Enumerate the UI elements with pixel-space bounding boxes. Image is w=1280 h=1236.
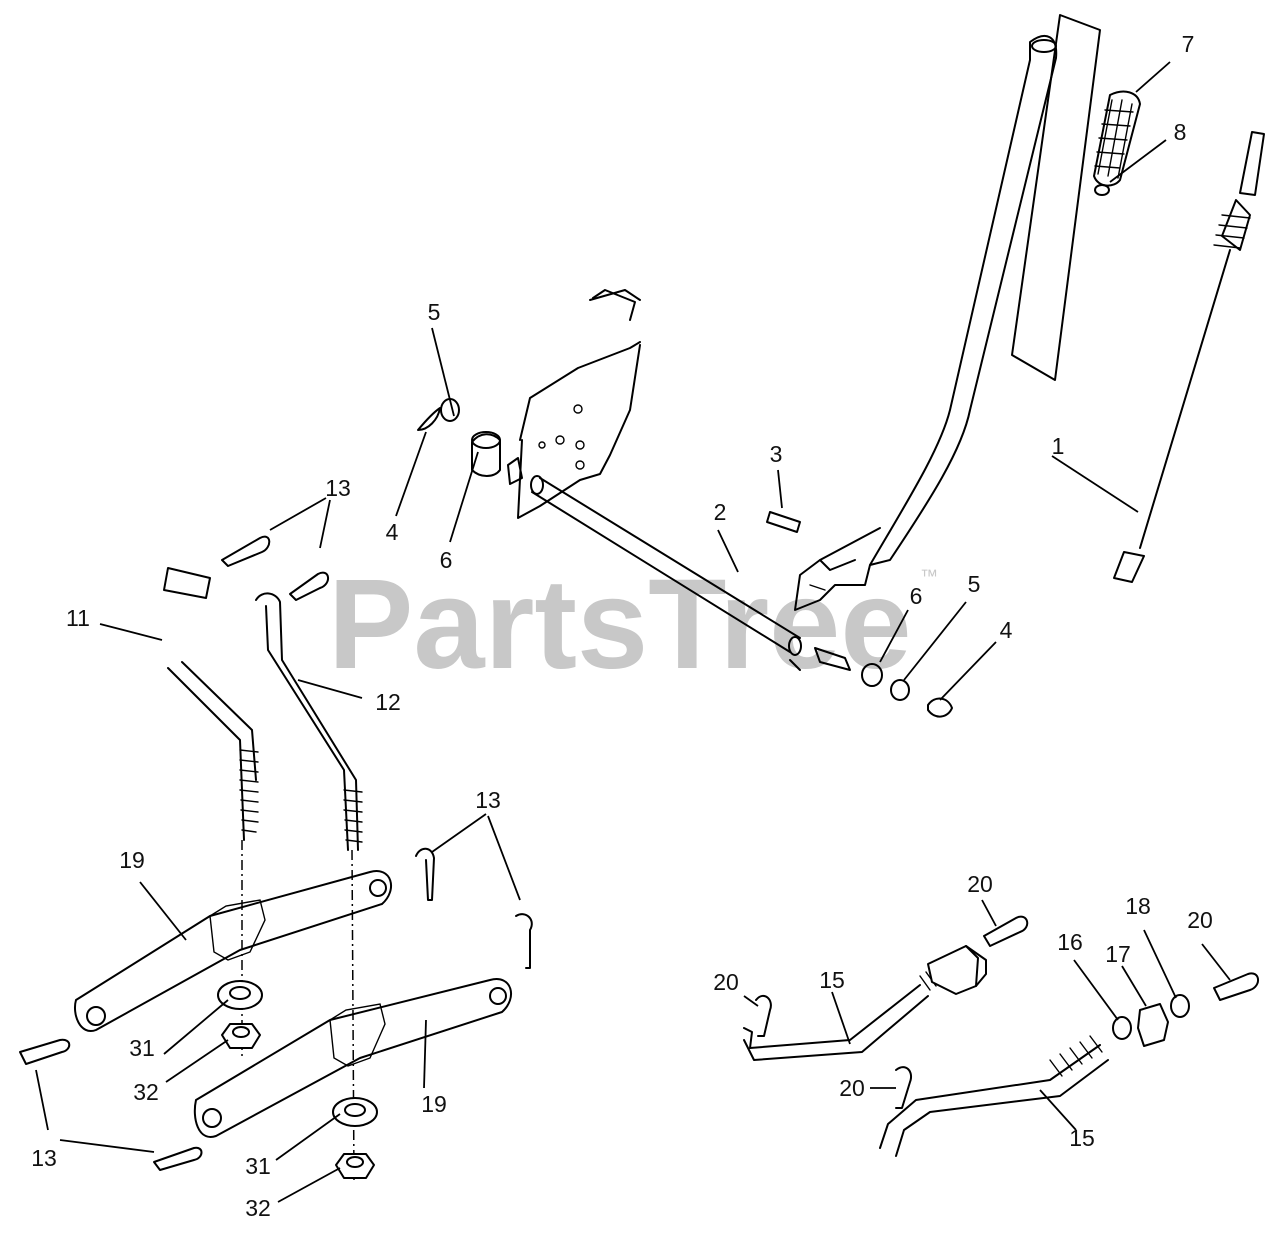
- ferrule: [163, 567, 211, 599]
- callout-11: 11: [66, 605, 90, 631]
- key-pin: [766, 511, 801, 533]
- callout-5: 5: [428, 299, 441, 325]
- callout-13: 13: [325, 475, 351, 501]
- handle-plate: [1011, 14, 1101, 381]
- spring-cable: [1113, 131, 1265, 583]
- callout-13: 13: [475, 787, 501, 813]
- callout-5: 5: [968, 571, 981, 597]
- callout-3: 3: [770, 441, 783, 467]
- callout-20: 20: [839, 1075, 865, 1101]
- lift-link-12: [255, 592, 363, 851]
- callout-6: 6: [440, 547, 453, 573]
- callout-20: 20: [713, 969, 739, 995]
- hairpin-clips: [19, 535, 533, 1171]
- callout-8: 8: [1174, 119, 1187, 145]
- hairpin-clips-20: [755, 915, 1259, 1109]
- callout-32: 32: [245, 1195, 271, 1221]
- callout-7: 7: [1182, 31, 1195, 57]
- callout-13: 13: [31, 1145, 57, 1171]
- callout-2: 2: [714, 499, 727, 525]
- lift-link-11: [167, 661, 259, 841]
- lift-bracket: [517, 289, 641, 519]
- callout-4: 4: [386, 519, 399, 545]
- callout-31: 31: [129, 1035, 155, 1061]
- callout-1: 1: [1052, 433, 1065, 459]
- callout-20: 20: [1187, 907, 1213, 933]
- callout-12: 12: [375, 689, 401, 715]
- callout-19: 19: [421, 1091, 447, 1117]
- callout-6: 6: [910, 583, 923, 609]
- left-shaft-hardware: [417, 398, 523, 485]
- handle-grip: [1093, 90, 1141, 187]
- callout-labels: 1 2 3 4 4 5 5 6 6 7 8 11 12 13 13 13 15 …: [31, 31, 1213, 1221]
- callout-18: 18: [1125, 893, 1151, 919]
- leader-lines: [35, 61, 1231, 1203]
- lift-arm-lower: [193, 978, 512, 1138]
- bushing-nut-upper: [217, 980, 263, 1049]
- adjusting-rod-lower: [879, 1035, 1109, 1157]
- callout-31: 31: [245, 1153, 271, 1179]
- lift-shaft: [530, 475, 802, 671]
- bushing-nut-lower: [332, 1097, 378, 1179]
- rod-hardware: [1112, 994, 1190, 1047]
- callout-15: 15: [819, 967, 845, 993]
- callout-17: 17: [1105, 941, 1131, 967]
- callout-19: 19: [119, 847, 145, 873]
- lift-arm-upper: [74, 870, 392, 1032]
- callout-32: 32: [133, 1079, 159, 1105]
- callout-16: 16: [1057, 929, 1083, 955]
- right-shaft-hardware: [814, 647, 953, 718]
- callout-20: 20: [967, 871, 993, 897]
- watermark-trademark: ™: [920, 566, 938, 586]
- callout-4: 4: [1000, 617, 1013, 643]
- grip-washer: [1094, 184, 1110, 196]
- callout-15: 15: [1069, 1125, 1095, 1151]
- watermark-text: PartsTree: [328, 553, 912, 696]
- adjusting-rod-upper: [743, 945, 987, 1061]
